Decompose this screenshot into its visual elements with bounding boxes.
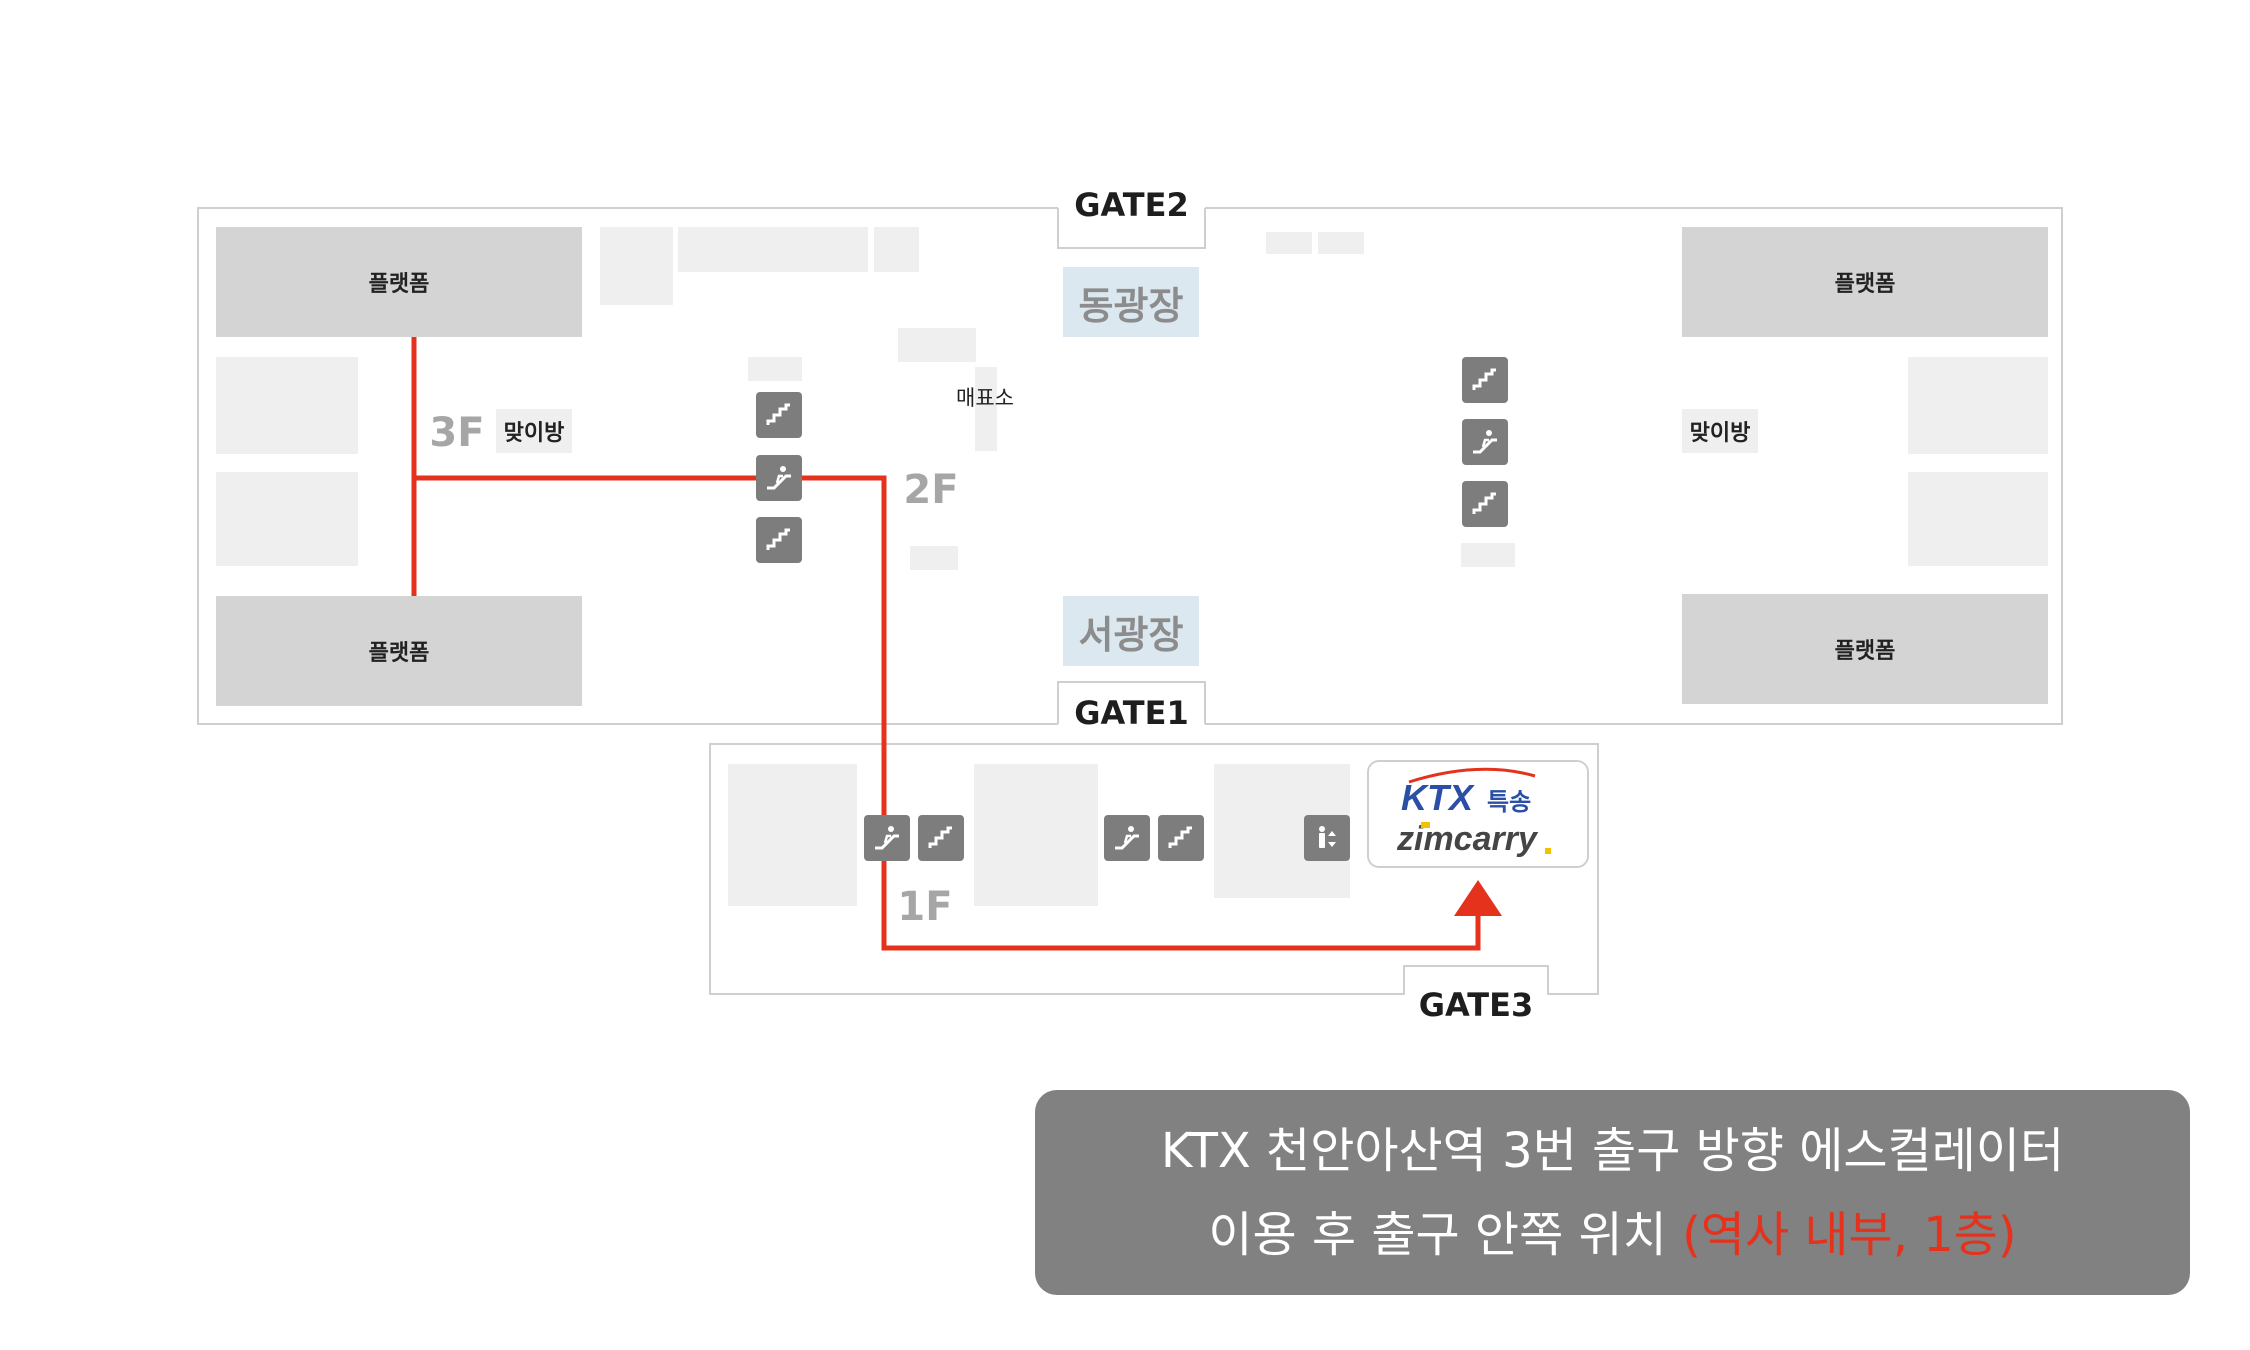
room (1908, 357, 2048, 454)
platform-block-top-right (1682, 227, 2048, 337)
ktx-zimcarry-logo-card: KTX 특송 zimcarry (1367, 760, 1589, 868)
platform-label: 플랫폼 (368, 641, 430, 666)
room (216, 357, 358, 454)
platform-block-top-left (216, 227, 582, 337)
stairs-icon (918, 815, 964, 861)
room (678, 227, 868, 272)
platform-block-bottom-right (1682, 594, 2048, 704)
room (728, 764, 857, 906)
note-line1: KTX 천안아산역 3번 출구 방향 에스컬레이터 (1160, 1122, 2065, 1179)
ktx-zimcarry-logo: KTX 특송 zimcarry (1396, 767, 1551, 858)
escalator-icon (1462, 419, 1508, 465)
note-line2-highlight: (역사 내부, 1층) (1682, 1206, 2017, 1263)
platform-label: 플랫폼 (1834, 639, 1896, 664)
note-line2-main: 이용 후 출구 안쪽 위치 (1208, 1206, 1683, 1263)
stairs-icon (1462, 481, 1508, 527)
east-plaza-label: 동광장 (1063, 267, 1199, 337)
room (1318, 232, 1364, 254)
room (600, 227, 673, 305)
gate1-label: GATE1 (1074, 694, 1189, 732)
location-note: KTX 천안아산역 3번 출구 방향 에스컬레이터 이용 후 출구 안쪽 위치 … (1035, 1090, 2190, 1295)
room (1908, 472, 2048, 566)
ticket-office-label: 매표소 (956, 386, 1014, 410)
room (748, 357, 802, 381)
elevator-icon (1304, 815, 1350, 861)
stairs-icon (1462, 357, 1508, 403)
waiting-room-label: 맞이방 (496, 409, 572, 453)
svg-text:KTX: KTX (1401, 777, 1475, 818)
room (910, 546, 958, 570)
escalator-icon (1104, 815, 1150, 861)
west-plaza-label: 서광장 (1063, 596, 1199, 666)
room (1461, 543, 1515, 567)
room (874, 227, 919, 272)
room (975, 367, 997, 451)
floor-label-2f: 2F (903, 467, 959, 513)
escalator-icon (756, 455, 802, 501)
gate3-label: GATE3 (1418, 986, 1534, 1024)
stairs-icon (1158, 815, 1204, 861)
room (898, 328, 976, 362)
svg-text:특송: 특송 (1487, 788, 1531, 816)
room (1266, 232, 1312, 254)
stairs-icon (756, 392, 802, 438)
room (974, 764, 1098, 906)
platform-label: 플랫폼 (368, 272, 430, 297)
room (216, 472, 358, 566)
escalator-icon (864, 815, 910, 861)
note-line2: 이용 후 출구 안쪽 위치 (역사 내부, 1층) (1208, 1193, 2016, 1277)
floor-label-1f: 1F (897, 884, 953, 930)
gate2-label: GATE2 (1074, 186, 1189, 224)
stairs-icon (756, 517, 802, 563)
platform-label: 플랫폼 (1834, 272, 1896, 297)
platform-block-bottom-left (216, 596, 582, 706)
floor-label-3f: 3F (429, 410, 485, 456)
svg-text:zimcarry: zimcarry (1396, 820, 1539, 858)
waiting-room-label: 맞이방 (1682, 409, 1758, 453)
